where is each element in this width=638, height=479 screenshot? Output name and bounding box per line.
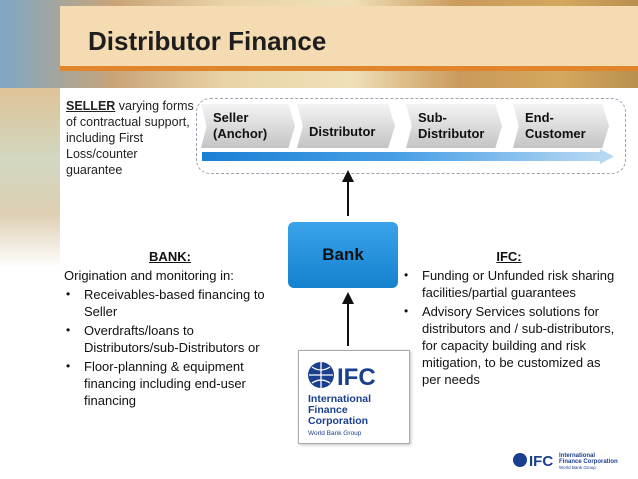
bank-bullet: Overdrafts/loans to Distributors/sub-Dis… (64, 322, 276, 356)
bank-bullet: Receivables-based financing to Seller (64, 286, 276, 320)
ifc-logo-graphic: IFC International Finance Corporation Wo… (308, 362, 376, 437)
page-title: Distributor Finance (88, 26, 327, 56)
bank-bullet: Floor-planning & equipment financing inc… (64, 358, 276, 409)
ifc-bullets: Funding or Unfunded risk sharing facilit… (402, 267, 616, 388)
footer-logo-graphic: IFC International Finance Corporation Wo… (513, 453, 618, 470)
bank-intro: Origination and monitoring in: (64, 268, 234, 283)
chain-step-line1: Seller (213, 110, 249, 125)
chain-step-distributor: Distributor (297, 104, 395, 148)
ifc-logo-group: World Bank Group (308, 430, 362, 437)
bank-bullets: Receivables-based financing to Seller Ov… (64, 286, 276, 409)
seller-note-label: SELLER (66, 99, 116, 113)
ifc-bullet: Funding or Unfunded risk sharing facilit… (402, 267, 616, 301)
seller-note-text: varying forms of contractual support, in… (66, 99, 194, 177)
flow-arrow-shaft (202, 152, 602, 161)
chain-step-seller: Seller (Anchor) (201, 104, 295, 148)
ifc-heading: IFC: (496, 249, 522, 264)
ifc-bullet: Advisory Services solutions for distribu… (402, 303, 616, 388)
bank-box: Bank (288, 222, 398, 288)
bank-to-chain-arrowhead (342, 170, 354, 182)
footer-logo-name: Finance Corporation (559, 459, 618, 465)
footer-logo-name: International (559, 453, 595, 459)
ifc-to-bank-arrowhead (342, 292, 354, 304)
footer-logo-group: World Bank Group (559, 465, 596, 470)
bank-label: Bank (322, 245, 364, 264)
footer-logo-mark: IFC (529, 453, 553, 470)
seller-note: SELLER varying forms of contractual supp… (66, 98, 194, 178)
title-band (60, 6, 638, 66)
chain-step-line1: Sub- (418, 110, 447, 125)
chain-step-sub-distributor: Sub- Distributor (406, 104, 502, 148)
chain-step-line2: (Anchor) (213, 126, 268, 141)
title-stripe (60, 66, 638, 71)
chain-step-line2: Customer (525, 126, 586, 141)
chain-step-line1: End- (525, 110, 554, 125)
ifc-logo-mark: IFC (337, 364, 376, 391)
bank-column: BANK: Origination and monitoring in: Rec… (64, 248, 276, 409)
ifc-logo-name: Finance (308, 404, 348, 416)
ifc-logo-name: Corporation (308, 415, 368, 427)
chain-step-end-customer: End- Customer (513, 104, 609, 148)
bank-heading: BANK: (149, 249, 191, 264)
side-decoration (0, 88, 60, 268)
value-chain-box (196, 98, 626, 174)
footer-globe-icon (513, 453, 527, 467)
ifc-logo-name: International (308, 393, 371, 405)
footer-ifc-logo: IFC International Finance Corporation Wo… (512, 449, 630, 471)
chain-step-line2: Distributor (418, 126, 485, 141)
ifc-column: IFC: Funding or Unfunded risk sharing fa… (402, 248, 616, 388)
chain-step-line2: Distributor (309, 124, 376, 139)
ifc-logo: IFC International Finance Corporation Wo… (298, 350, 410, 444)
flow-arrow-head (600, 149, 614, 164)
